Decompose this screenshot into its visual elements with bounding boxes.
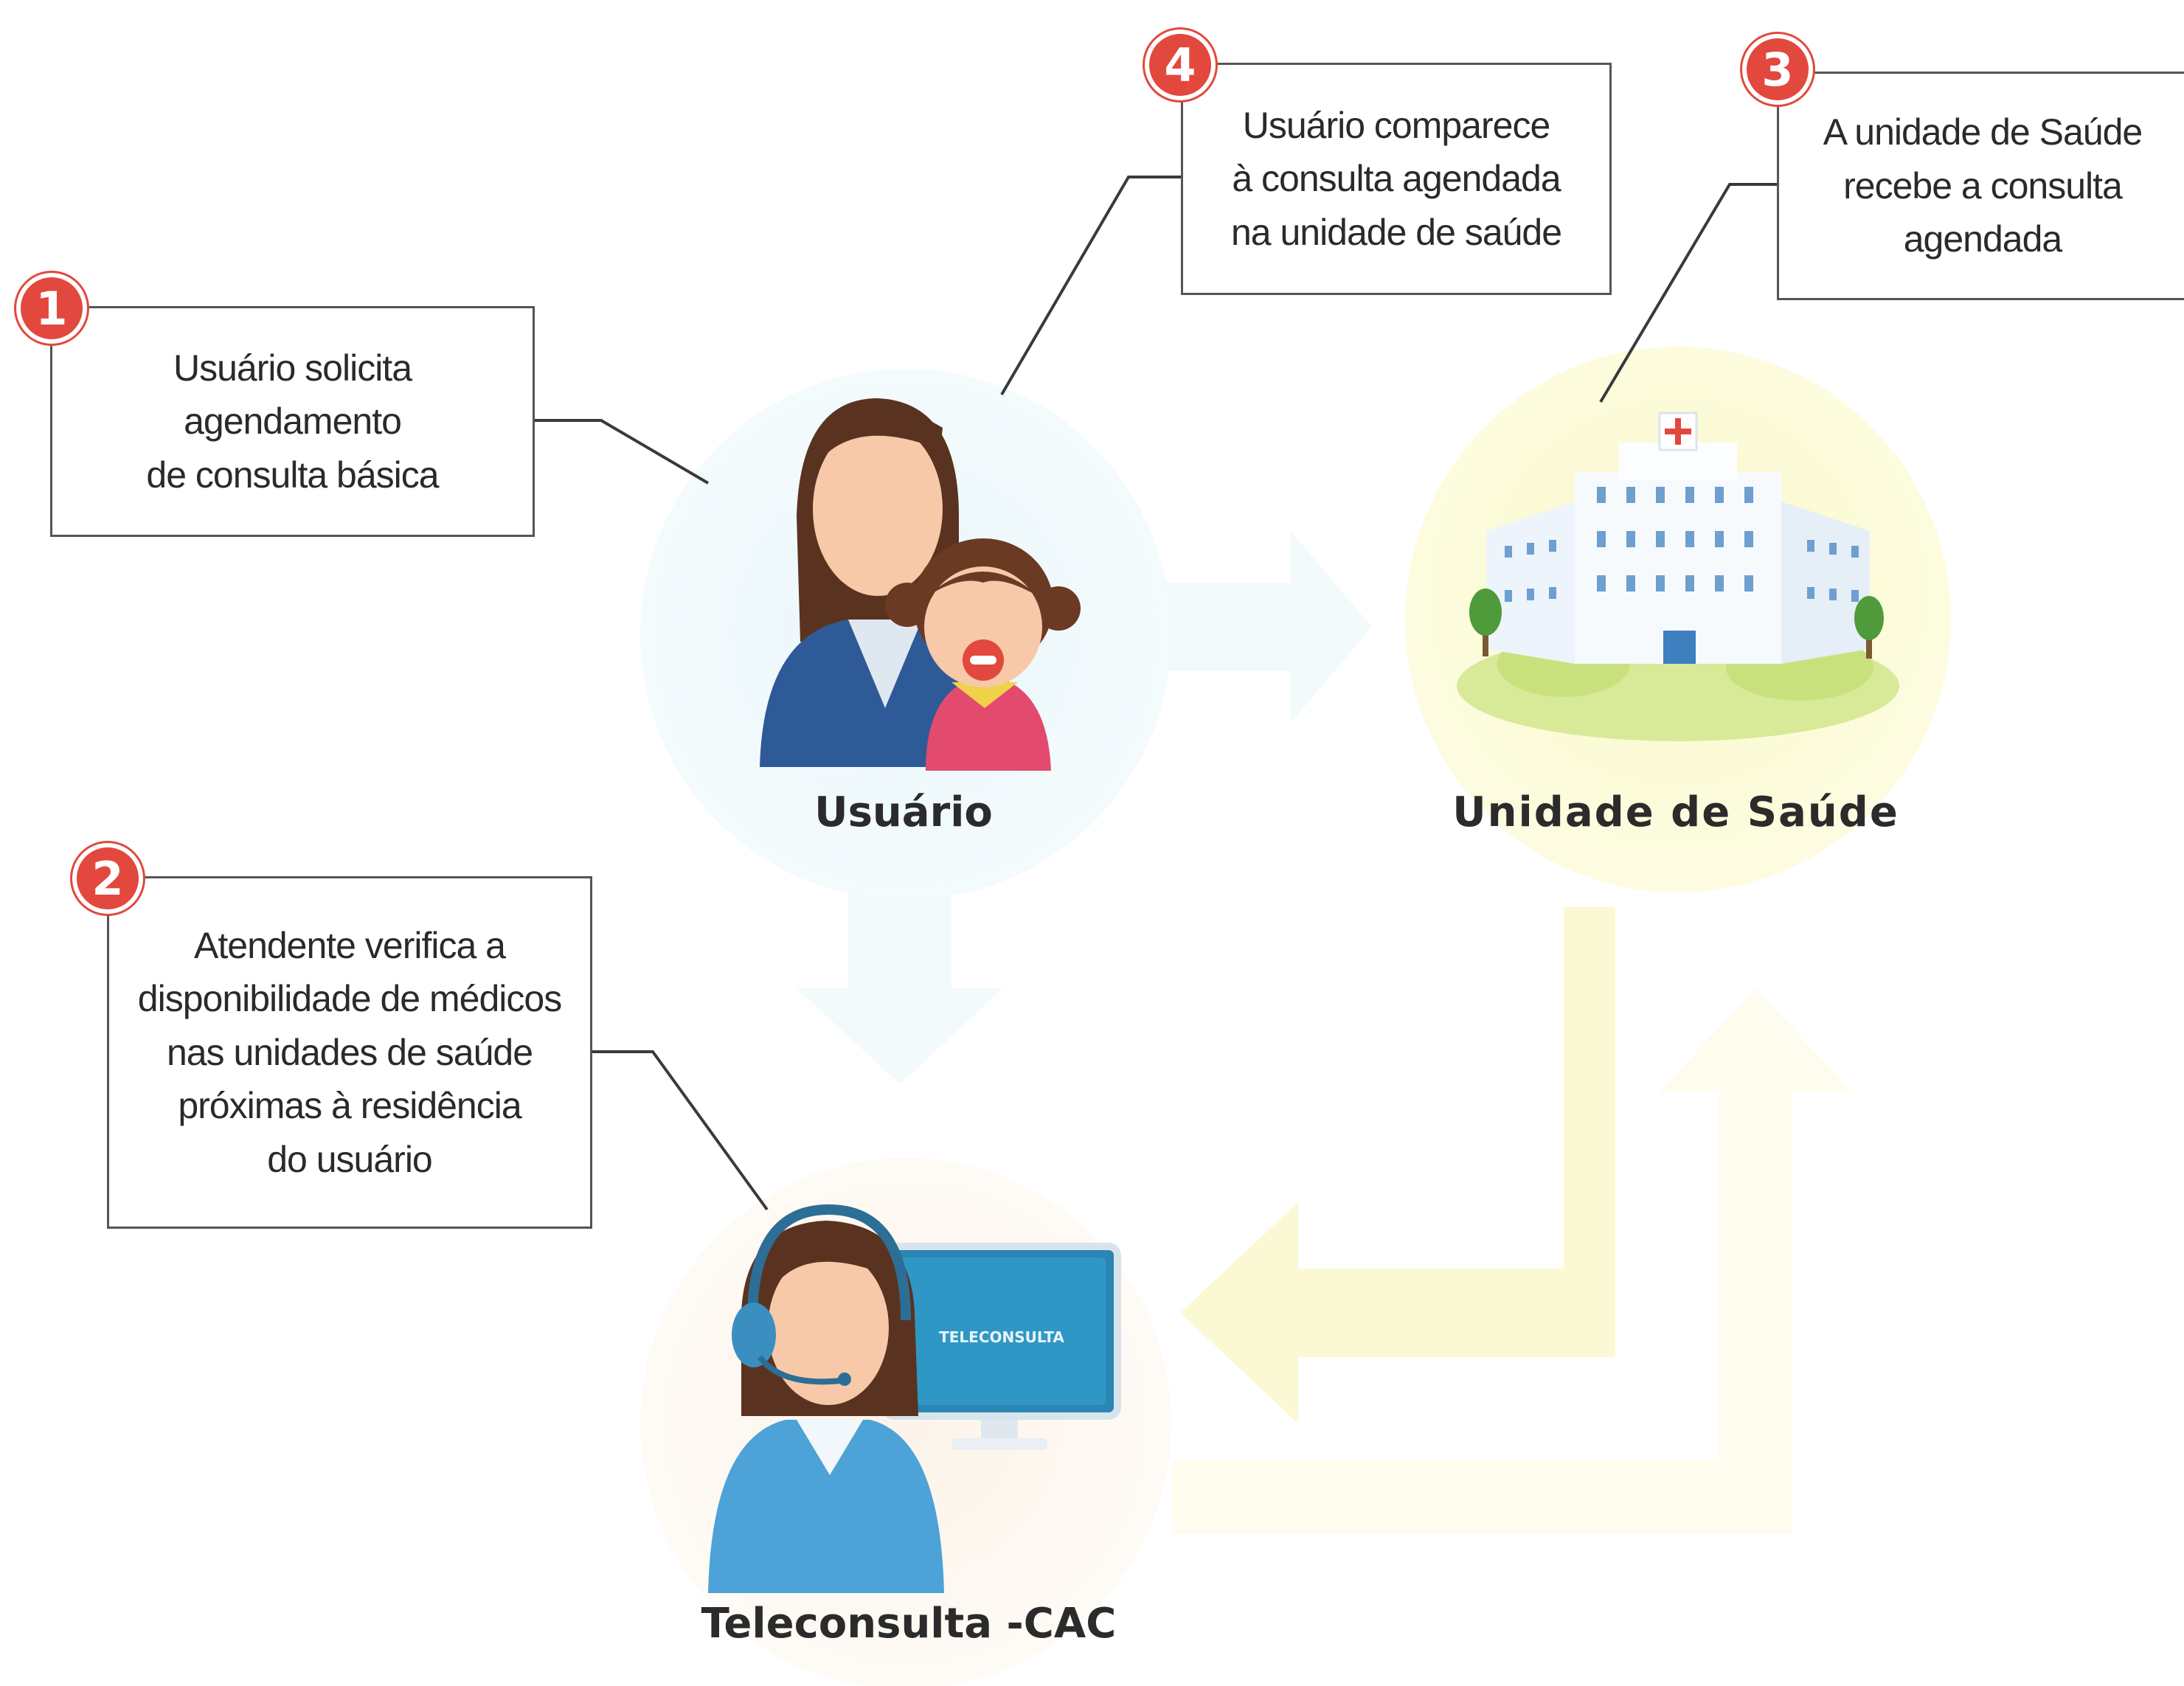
connector-step-4 bbox=[1000, 176, 1181, 396]
step-3-line-2: recebe a consulta bbox=[1843, 164, 2123, 207]
monitor-screen-text: TELECONSULTA bbox=[939, 1328, 1064, 1346]
connector-step-1 bbox=[535, 419, 710, 485]
arrow-teleconsulta-to-unidade bbox=[1173, 988, 1851, 1534]
node-label-usuario: Usuário bbox=[814, 788, 993, 836]
step-1-line-1: Usuário solicita bbox=[173, 347, 412, 389]
step-2-line-3: nas unidades de saúde bbox=[166, 1031, 533, 1073]
step-3-line-3: agendada bbox=[1903, 218, 2062, 260]
connector-lines bbox=[535, 176, 1777, 1211]
step-3-box: A unidade de Saúde recebe a consulta age… bbox=[1777, 72, 2184, 300]
connector-step-2 bbox=[592, 1050, 769, 1211]
step-1-line-3: de consulta básica bbox=[146, 454, 439, 496]
step-2-line-5: do usuário bbox=[267, 1138, 433, 1180]
step-4-text: Usuário comparece à consulta agendada na… bbox=[1230, 99, 1562, 260]
mother-child-illustration bbox=[760, 398, 1081, 771]
step-4-badge: 4 bbox=[1145, 30, 1216, 100]
node-label-unidade: Unidade de Saúde bbox=[1452, 788, 1899, 836]
step-4-line-1: Usuário comparece bbox=[1242, 104, 1551, 146]
step-3-badge: 3 bbox=[1742, 34, 1813, 105]
step-1-text: Usuário solicita agendamento de consulta… bbox=[146, 341, 439, 502]
step-1-box: Usuário solicita agendamento de consulta… bbox=[50, 306, 535, 537]
step-3-text: A unidade de Saúde recebe a consulta age… bbox=[1823, 105, 2143, 266]
step-2-line-2: disponibilidade de médicos bbox=[137, 978, 562, 1020]
step-4-box: Usuário comparece à consulta agendada na… bbox=[1181, 63, 1612, 295]
step-1-badge: 1 bbox=[16, 273, 87, 344]
arrow-unidade-to-teleconsulta bbox=[1180, 907, 1615, 1423]
step-2-box: Atendente verifica a disponibilidade de … bbox=[107, 876, 592, 1229]
step-2-text: Atendente verifica a disponibilidade de … bbox=[137, 919, 562, 1187]
step-2-line-4: próximas à residência bbox=[178, 1085, 521, 1127]
attendant-illustration: TELECONSULTA bbox=[708, 1204, 1121, 1593]
step-3-line-1: A unidade de Saúde bbox=[1823, 111, 2143, 153]
hospital-illustration bbox=[1457, 412, 1899, 741]
step-2-badge: 2 bbox=[72, 843, 143, 914]
step-4-line-2: à consulta agendada bbox=[1232, 158, 1561, 200]
node-label-teleconsulta: Teleconsulta -CAC bbox=[701, 1600, 1117, 1648]
step-4-line-3: na unidade de saúde bbox=[1230, 211, 1562, 253]
step-2-line-1: Atendente verifica a bbox=[194, 924, 506, 966]
step-1-line-2: agendamento bbox=[184, 400, 402, 443]
arrow-usuario-to-unidade bbox=[1136, 531, 1372, 723]
arrow-usuario-to-teleconsulta bbox=[797, 878, 1003, 1084]
connector-step-3 bbox=[1599, 183, 1777, 403]
flow-arrows bbox=[797, 531, 1851, 1534]
